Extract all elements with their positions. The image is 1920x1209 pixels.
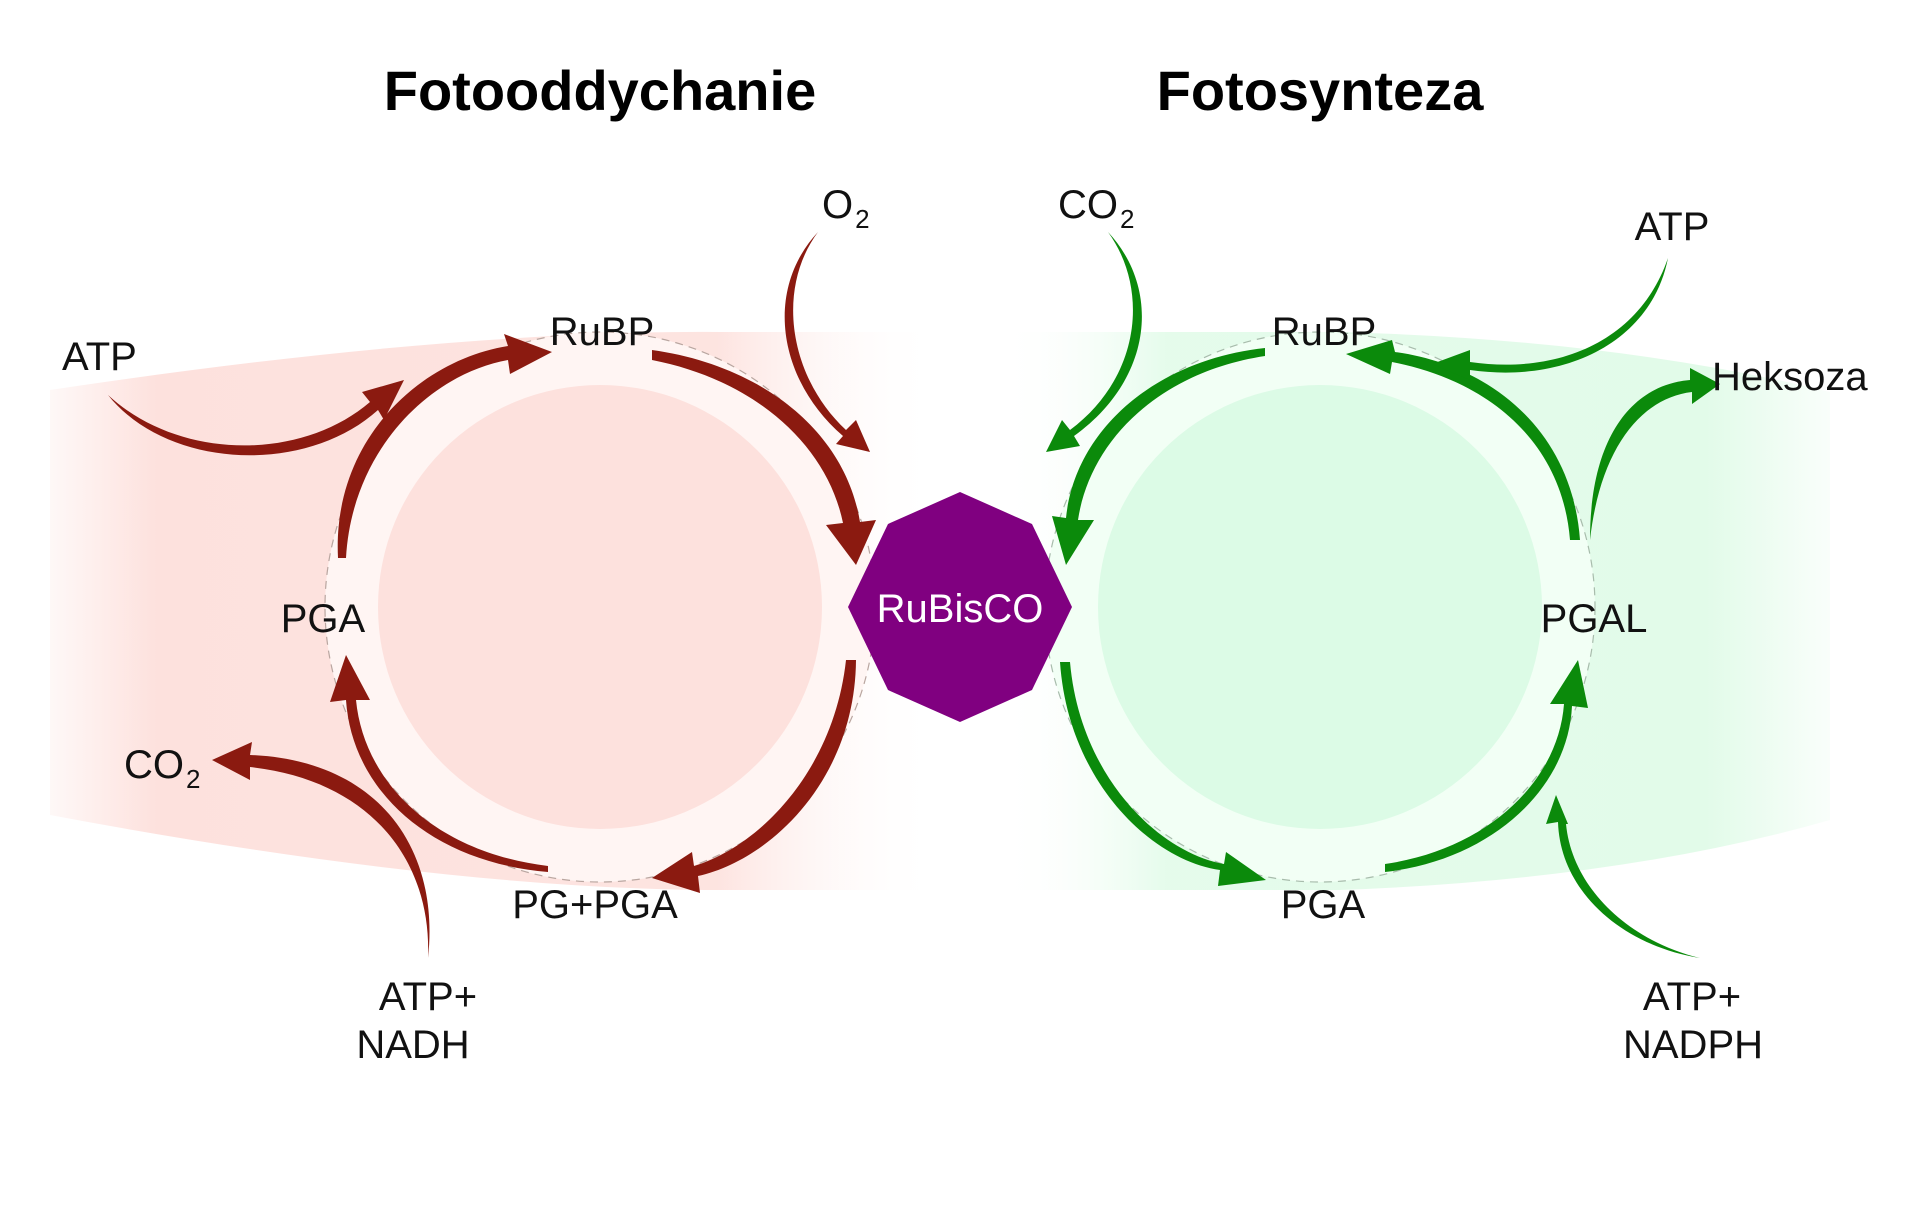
ps-atp-plus-label: ATP+ <box>1643 975 1741 1019</box>
pr-atp-label: ATP <box>62 335 137 379</box>
pr-nadh-label: NADH <box>356 1023 469 1067</box>
pr-o2-label: O2 <box>822 183 870 234</box>
rubisco-enzyme <box>848 492 1072 722</box>
photorespiration-arrows <box>108 232 876 958</box>
pr-atp-plus-label: ATP+ <box>379 975 477 1019</box>
ps-pgal-label: PGAL <box>1541 597 1648 641</box>
arc-rubp-to-rubisco <box>1052 348 1265 565</box>
arc-pgal-to-rubp <box>1346 340 1580 540</box>
arc-pga-to-pgal <box>1385 660 1588 872</box>
ps-rubp-label: RuBP <box>1272 310 1377 354</box>
arc-pgpga-to-pga <box>330 655 548 872</box>
atp-input-arrow <box>1432 258 1668 380</box>
ps-co2-label: CO2 <box>1058 183 1134 234</box>
photosynthesis-title: Fotosynteza <box>1157 59 1485 122</box>
atp-nadph-input-arrow <box>1546 795 1700 958</box>
photorespiration-disc <box>378 385 822 829</box>
ps-hexose-label: Heksoza <box>1712 355 1868 399</box>
rubisco-label: RuBisCO <box>877 587 1044 631</box>
pr-pga-label: PGA <box>281 597 366 641</box>
photosynthesis-disc <box>1098 385 1542 829</box>
ps-pga-label: PGA <box>1281 883 1366 927</box>
hexose-output-arrow <box>1590 368 1720 540</box>
ps-nadph-label: NADPH <box>1623 1023 1763 1067</box>
pr-rubp-label: RuBP <box>550 310 655 354</box>
arc-rubp-to-rubisco <box>652 350 876 565</box>
pr-pgpga-label: PG+PGA <box>512 883 678 927</box>
arc-rubisco-to-pga <box>1060 662 1266 886</box>
photosynthesis-arrows <box>1046 232 1720 958</box>
arc-pga-to-rubp <box>337 334 552 558</box>
ps-atp-label: ATP <box>1635 205 1710 249</box>
co2-output-arrow <box>212 742 430 958</box>
photorespiration-title: Fotooddychanie <box>384 59 816 122</box>
arc-rubisco-to-pgpga <box>652 660 856 893</box>
pr-co2-label: CO2 <box>124 743 200 794</box>
atp-input-arrow <box>108 380 404 456</box>
